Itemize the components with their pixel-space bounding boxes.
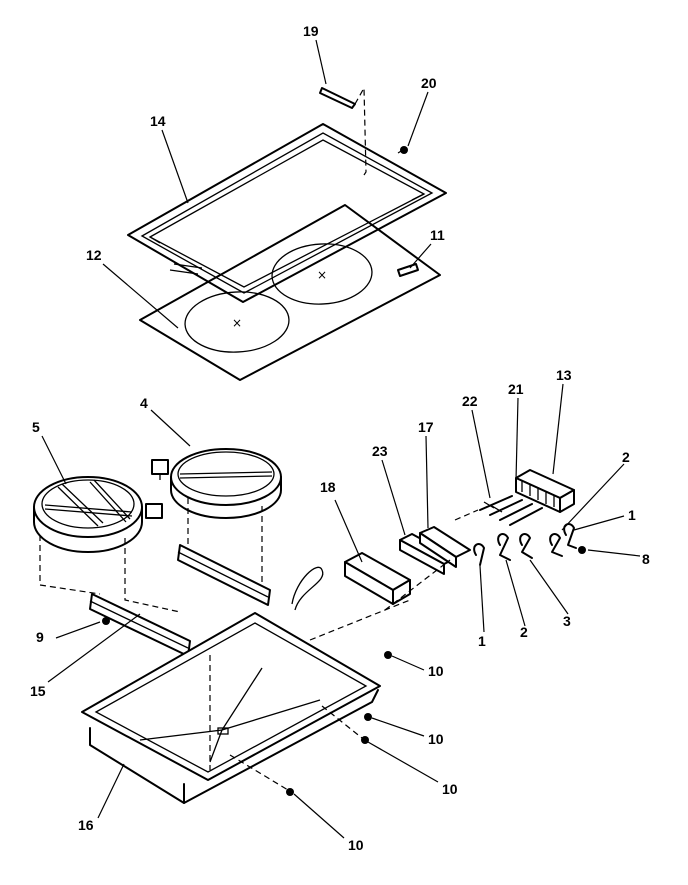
callout-18: 18 (320, 479, 336, 495)
callout-14: 14 (150, 113, 166, 129)
screw-10-c (361, 736, 369, 744)
callout-5: 5 (32, 419, 40, 435)
callout-4: 4 (140, 395, 148, 411)
screw-20 (397, 146, 408, 154)
mounting-bracket-upper (177, 544, 271, 606)
clip-11 (397, 263, 419, 277)
callout-16: 16 (78, 817, 94, 833)
junction-box (344, 552, 411, 605)
callout-10-b: 10 (428, 731, 444, 747)
callout-17: 17 (418, 419, 434, 435)
radiant-element-right (151, 448, 282, 519)
callout-19: 19 (303, 23, 319, 39)
top-bracket (319, 87, 356, 109)
callout-2-lower: 2 (520, 624, 528, 640)
callout-13: 13 (556, 367, 572, 383)
callout-23: 23 (372, 443, 388, 459)
terminal-clip-1-upper (563, 523, 577, 549)
callout-2-upper: 2 (622, 449, 630, 465)
glass-cooktop-panel: × × (139, 204, 441, 381)
callout-10-a: 10 (428, 663, 444, 679)
callout-1-upper: 1 (628, 507, 636, 523)
mounting-bracket-lower (89, 593, 191, 657)
callout-21: 21 (508, 381, 524, 397)
terminal-block (515, 469, 575, 513)
element-mark-left: × (232, 316, 242, 330)
screw-10-a (384, 651, 392, 659)
bracket-17 (419, 526, 471, 568)
screw-10-d (286, 788, 294, 796)
terminal-clip-2-upper (549, 533, 563, 557)
callout-9: 9 (36, 629, 44, 645)
callout-10-d: 10 (348, 837, 364, 853)
terminal-leads (479, 495, 543, 526)
callout-20: 20 (421, 75, 437, 91)
terminal-clip-1-lower (473, 543, 485, 566)
callout-12: 12 (86, 247, 102, 263)
callout-8: 8 (642, 551, 650, 567)
trim-frame (127, 123, 447, 303)
callout-1-lower: 1 (478, 633, 486, 649)
callout-15: 15 (30, 683, 46, 699)
terminal-clip-3 (519, 533, 533, 559)
screw-8 (578, 546, 586, 554)
callout-11: 11 (430, 227, 445, 243)
leader-lines (41, 39, 641, 839)
wire-lead (291, 566, 324, 611)
callout-3: 3 (563, 613, 571, 629)
screw-10-b (364, 713, 372, 721)
callout-22: 22 (462, 393, 478, 409)
element-mark-right: × (317, 268, 327, 282)
terminal-clip-2-lower (497, 533, 511, 561)
screw-9 (102, 617, 110, 625)
bottom-pan (81, 612, 381, 804)
callout-10-c: 10 (442, 781, 458, 797)
radiant-element-left (33, 476, 163, 553)
